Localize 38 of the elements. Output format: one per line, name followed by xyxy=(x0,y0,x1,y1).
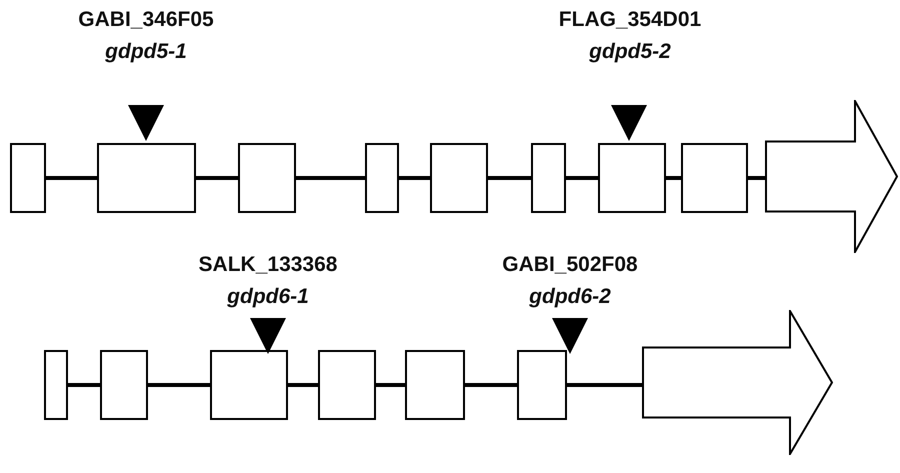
exon-box xyxy=(97,143,196,213)
intron-line xyxy=(566,176,598,180)
intron-line xyxy=(748,176,765,180)
allele-name: gdpd5-1 xyxy=(105,40,187,64)
allele-name: gdpd5-2 xyxy=(589,40,671,64)
exon-box xyxy=(238,143,296,213)
line-name: SALK_133368 xyxy=(198,253,338,277)
intron-line xyxy=(465,383,517,387)
exon-arrow xyxy=(642,310,833,455)
exon-box xyxy=(531,143,566,213)
intron-line xyxy=(148,383,210,387)
allele-name: gdpd6-1 xyxy=(227,285,309,309)
exon-box xyxy=(100,350,148,420)
intron-line xyxy=(376,383,405,387)
line-name: GABI_502F08 xyxy=(502,253,638,277)
exon-box xyxy=(430,143,488,213)
exon-box xyxy=(10,143,46,213)
exon-box xyxy=(598,143,666,213)
exon-box xyxy=(405,350,465,420)
intron-line xyxy=(399,176,430,180)
allele-name: gdpd6-2 xyxy=(529,285,611,309)
exon-box xyxy=(318,350,376,420)
intron-line xyxy=(288,383,318,387)
exon-box xyxy=(365,143,399,213)
line-name: GABI_346F05 xyxy=(78,8,214,32)
intron-line xyxy=(46,176,97,180)
line-name: FLAG_354D01 xyxy=(558,8,702,32)
exon-arrow xyxy=(765,100,898,253)
intron-line xyxy=(196,176,238,180)
intron-line xyxy=(567,383,642,387)
exon-box xyxy=(210,350,288,420)
exon-box xyxy=(44,350,68,420)
exon-box xyxy=(681,143,748,213)
intron-line xyxy=(488,176,531,180)
intron-line xyxy=(68,383,100,387)
exon-box xyxy=(517,350,567,420)
intron-line xyxy=(296,176,365,180)
intron-line xyxy=(666,176,681,180)
